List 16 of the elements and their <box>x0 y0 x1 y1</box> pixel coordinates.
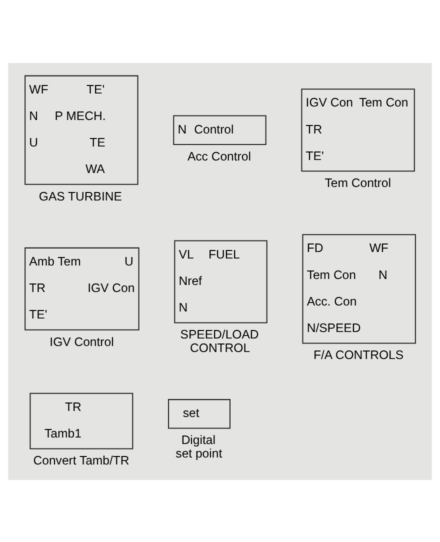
node-label: Digital set point <box>176 432 222 460</box>
node-box: TR Tamb1 <box>30 392 134 449</box>
node-box: N Control <box>173 114 266 144</box>
node-box: Amb Tem U TR IGV Con TE' <box>24 246 140 330</box>
node-label: IGV Control <box>50 334 114 348</box>
node-label: Tem Control <box>324 176 391 190</box>
node-box: VL FUEL Nref N <box>174 240 268 323</box>
node-label: F/A CONTROLS <box>313 348 404 362</box>
node-label: SPEED/LOAD CONTROL <box>180 327 259 355</box>
node-box: FD WF Tem Con N Acc. Con N/SPEED <box>302 234 416 344</box>
node-label: GAS TURBINE <box>38 188 122 203</box>
node-box: IGV Con Tem Con TR TE' <box>301 88 415 172</box>
node-label: Acc Control <box>187 148 251 163</box>
node-box: set <box>168 398 230 428</box>
node-label: Convert Tamb/TR <box>33 453 130 468</box>
node-box: WF TE' N P MECH. U TE WA <box>24 74 138 184</box>
